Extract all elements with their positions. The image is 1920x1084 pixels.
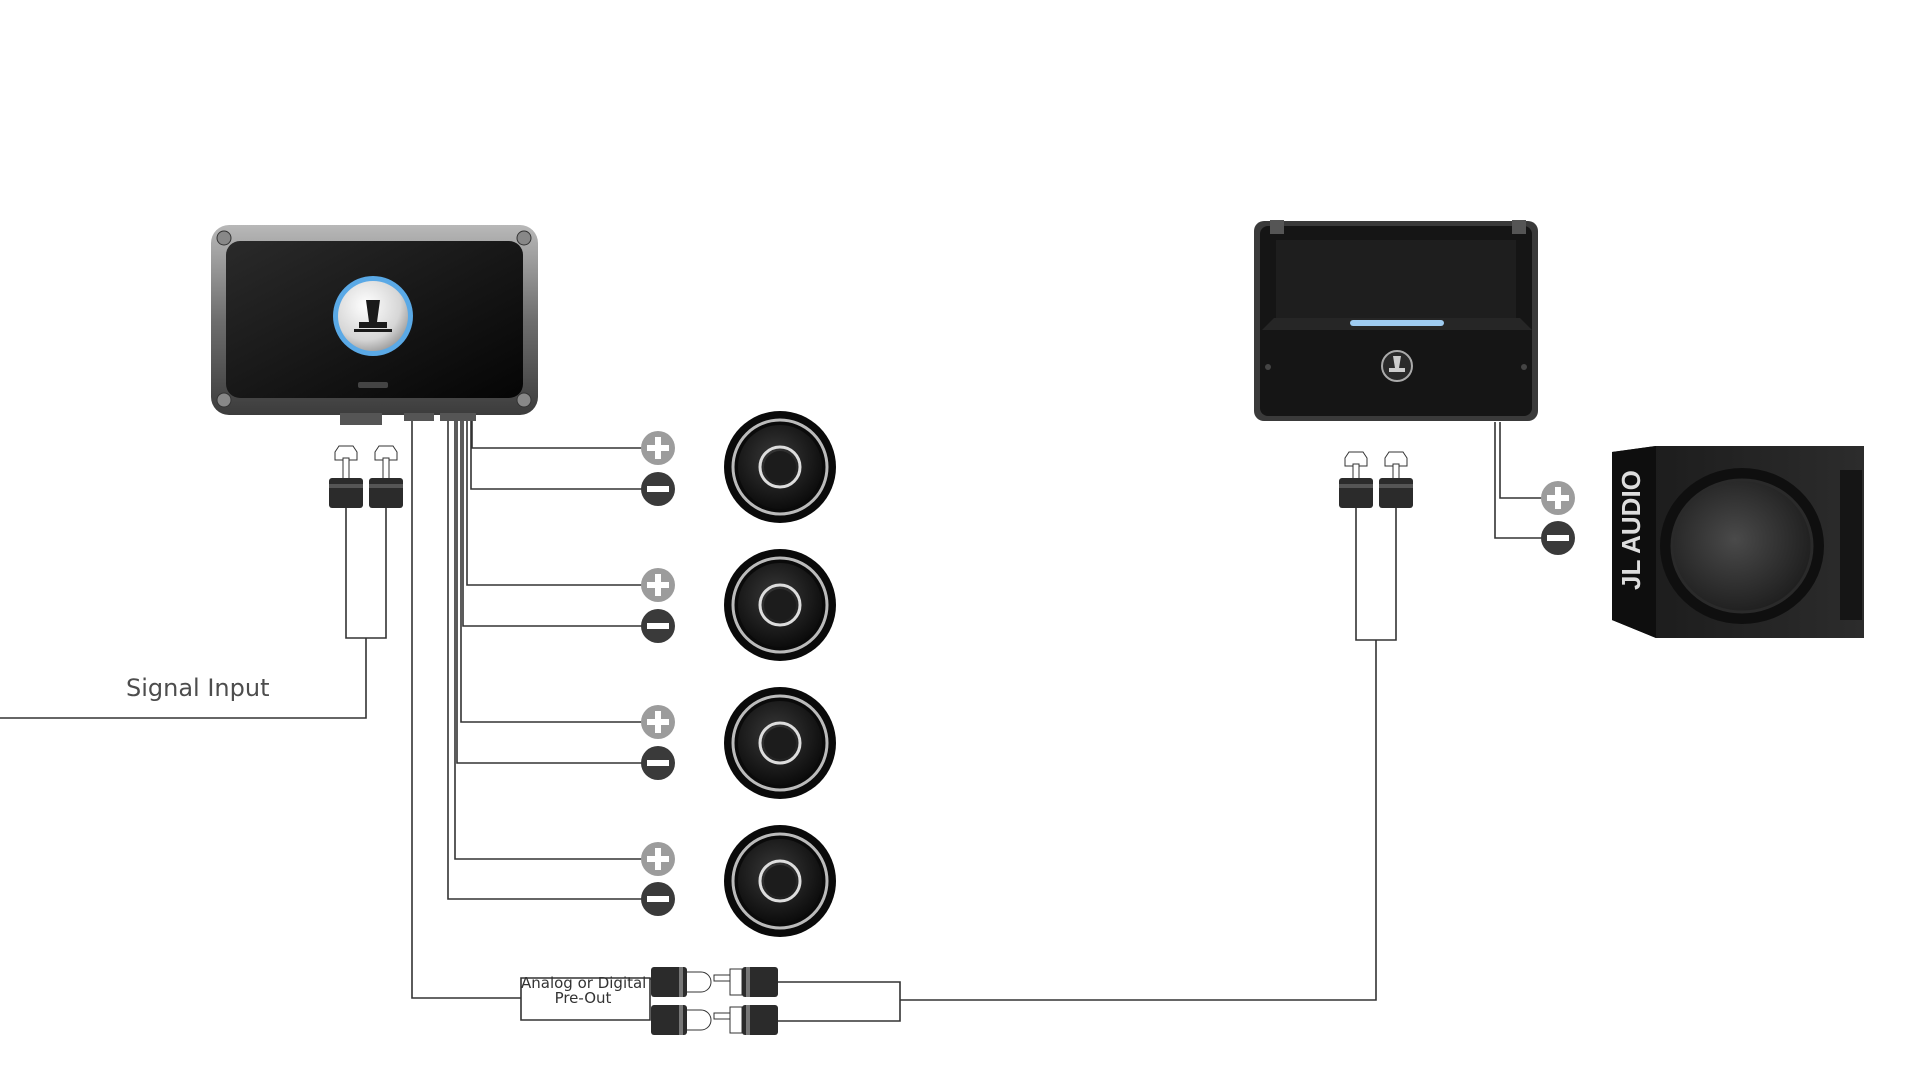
preout-rca-connectors [651,967,778,1035]
rca-input-loop [345,505,387,639]
speaker-terminals [641,431,675,916]
speaker-4-positive-wire [454,410,645,860]
processor-amplifier [211,225,538,425]
heatsink-fins [1276,240,1516,330]
input-connector [340,413,382,425]
model-badge [358,382,388,388]
speaker-1 [724,411,836,523]
speaker-1-positive-wire [471,410,645,449]
preout-label: Analog or Digital Pre-Out [521,974,647,1007]
mount-screw [216,230,232,246]
speaker-4 [724,825,836,937]
rca-plug-right [1379,451,1413,508]
plus-icon [641,842,675,876]
sub-terminals [1541,481,1575,555]
minus-icon [641,609,675,643]
jl-audio-logo-icon [1381,350,1413,382]
preout-label-line2: Pre-Out [554,989,612,1007]
mount-screw [516,230,532,246]
speaker-4-negative-wire [447,410,645,900]
subwoofer-amplifier [1254,220,1538,421]
minus-icon [641,882,675,916]
preout-label-line1: Analog or Digital [521,974,647,992]
rca-plug-right [369,445,403,508]
signal-input-wire [0,638,367,719]
rca-plug-left [329,445,363,508]
sub-positive-wire [1499,422,1545,499]
speaker-2-negative-wire [462,410,645,627]
mount-screw [516,392,532,408]
jl-audio-logo-text: JL AUDIO [1616,470,1646,590]
mount-screw [216,392,232,408]
subwoofer-enclosure: JL AUDIO [1612,446,1864,638]
preout-box [520,977,651,1021]
preout-wire [411,410,521,999]
wires [0,410,1545,1022]
jl-audio-logo-icon [333,276,413,356]
woofer [1660,468,1824,624]
rca-female-top [651,967,712,997]
sub-signal-wire [900,640,1377,1001]
rca-male-top [713,967,778,997]
speaker-3 [724,687,836,799]
rca-output-loop [778,981,901,1022]
output-connector [440,413,476,421]
speaker-1-negative-wire [470,410,645,490]
plus-icon [641,705,675,739]
speaker-3-positive-wire [460,410,645,723]
minus-icon [1541,521,1575,555]
rca-plug-left [1339,451,1373,508]
sub-rca-loop [1355,505,1397,641]
speaker-2-positive-wire [466,410,645,586]
sub-negative-wire [1494,422,1545,539]
plus-icon [641,431,675,465]
rca-male-bottom [713,1005,778,1035]
rca-input-plugs [329,445,403,508]
speaker-3-negative-wire [456,410,645,764]
speaker-2 [724,549,836,661]
minus-icon [641,472,675,506]
status-light [1350,320,1444,326]
plus-icon [1541,481,1575,515]
rca-sub-plugs [1339,451,1413,508]
minus-icon [641,746,675,780]
signal-input-label: Signal Input [126,674,270,702]
plus-icon [641,568,675,602]
rca-female-bottom [651,1005,712,1035]
output-connector [404,413,434,421]
